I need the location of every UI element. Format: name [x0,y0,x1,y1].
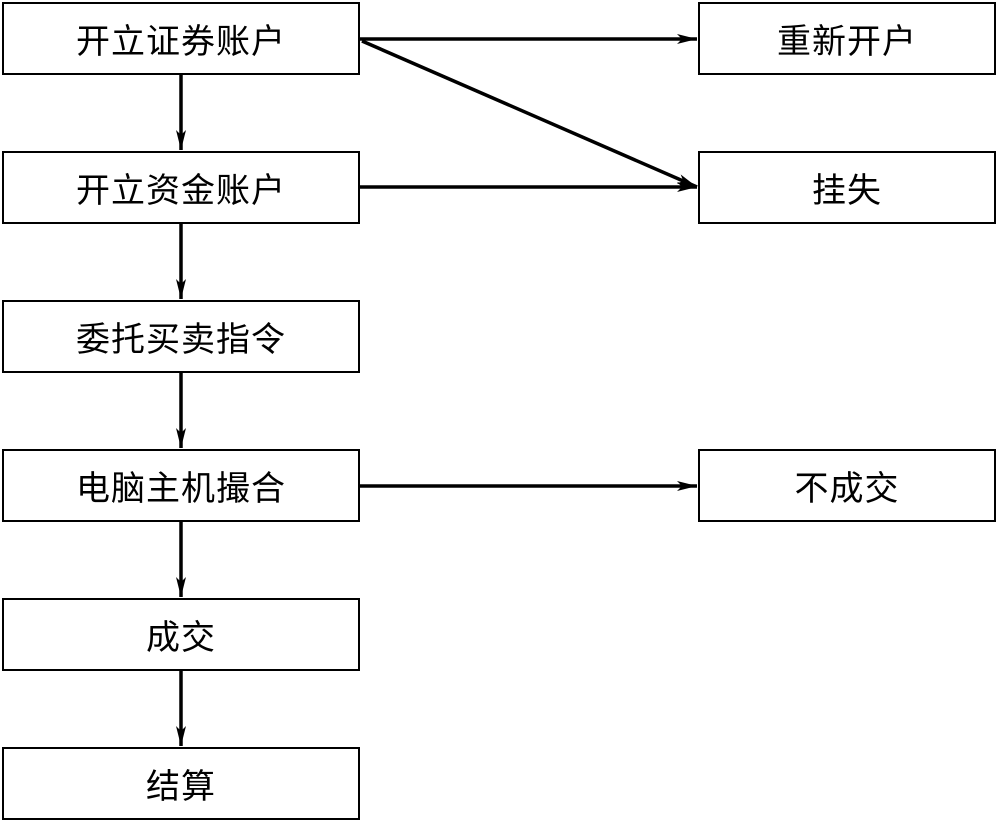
open-fund-account-box: 开立资金账户 [2,151,360,224]
open-securities-account-box: 开立证券账户 [2,2,360,75]
deal-box: 成交 [2,598,360,671]
deal-label: 成交 [146,618,216,658]
report-loss-label: 挂失 [812,171,882,211]
settlement-box: 结算 [2,747,360,820]
no-deal-label: 不成交 [794,469,900,509]
computer-matching-box: 电脑主机撮合 [2,449,360,522]
reopen-account-box: 重新开户 [698,2,996,75]
entrust-order-box: 委托买卖指令 [2,300,360,373]
entrust-order-label: 委托买卖指令 [76,320,286,360]
no-deal-box: 不成交 [698,449,996,522]
settlement-label: 结算 [146,767,216,807]
arrow-securities-to-loss [361,39,698,189]
open-securities-account-label: 开立证券账户 [76,22,286,62]
report-loss-box: 挂失 [698,151,996,224]
computer-matching-label: 电脑主机撮合 [76,469,286,509]
reopen-account-label: 重新开户 [777,22,917,62]
open-fund-account-label: 开立资金账户 [76,171,286,211]
